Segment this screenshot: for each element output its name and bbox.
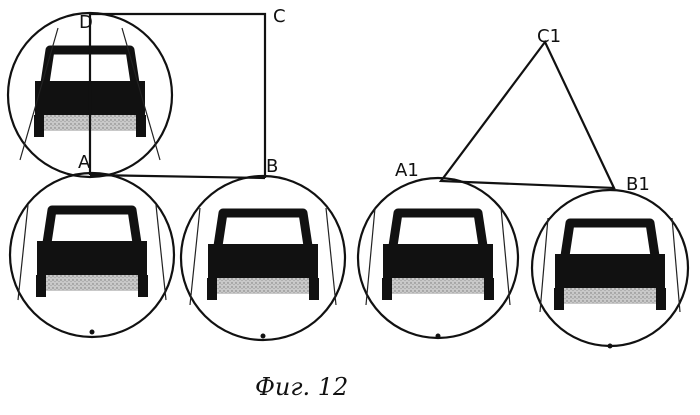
label-a: A xyxy=(78,152,91,173)
label-b1: B1 xyxy=(626,174,650,195)
label-c: C xyxy=(273,6,286,27)
label-c1: C1 xyxy=(537,26,561,47)
circle-bottom-a1 xyxy=(358,178,518,339)
triangle-a1b1c1 xyxy=(441,42,614,188)
circle-bottom-b1 xyxy=(532,190,688,349)
circle-bottom-b xyxy=(181,176,345,340)
label-d: D xyxy=(79,12,93,33)
figure-caption: Фиг. 12 xyxy=(255,373,348,401)
label-a1: A1 xyxy=(395,160,419,181)
circle-bottom-a xyxy=(10,173,174,337)
label-b: B xyxy=(266,156,278,177)
